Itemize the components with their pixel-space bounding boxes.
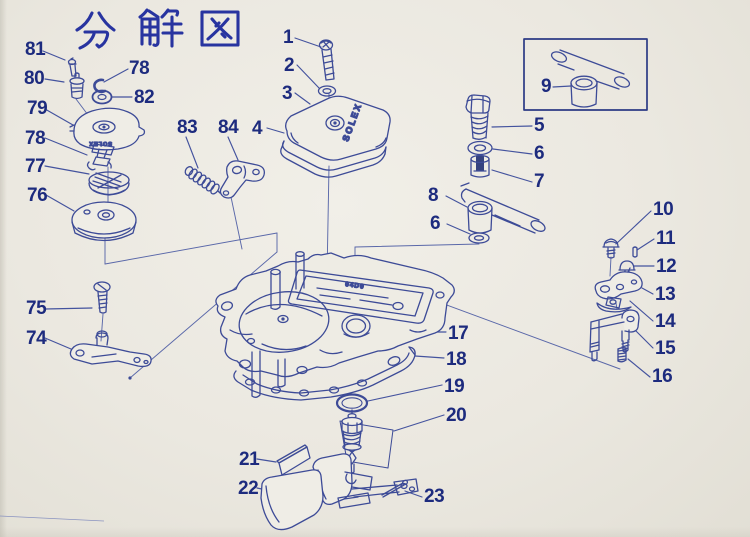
part-label-17: 17 xyxy=(448,323,469,344)
part-label-6b: 6 xyxy=(430,213,441,234)
part-label-79: 79 xyxy=(27,98,48,119)
part-label-9: 9 xyxy=(541,76,552,97)
part-label-15: 15 xyxy=(655,338,676,359)
part-label-74: 74 xyxy=(26,328,47,349)
part-20-needle-valve-drawing xyxy=(339,409,394,474)
part-label-11: 11 xyxy=(656,228,676,249)
part-label-3: 3 xyxy=(282,83,293,104)
part-label-2: 2 xyxy=(284,55,295,76)
body-casting-text: 04D0 xyxy=(345,281,365,291)
part-6b-washer-drawing xyxy=(468,232,490,244)
part-6-washer-drawing xyxy=(467,140,493,156)
part-11-pin-drawing xyxy=(632,246,638,258)
part-label-19: 19 xyxy=(444,376,465,397)
page-title-kanji xyxy=(75,8,240,50)
part-label-8: 8 xyxy=(428,185,439,206)
part-23-pin-drawing xyxy=(381,479,409,498)
part-78-clip-drawing xyxy=(93,78,107,94)
part-84-lever-drawing xyxy=(219,160,265,199)
part-4-gasket-drawing xyxy=(280,140,387,178)
part-label-18: 18 xyxy=(446,349,467,370)
part-label-78b: 78 xyxy=(25,128,46,149)
part-label-7: 7 xyxy=(534,171,545,192)
part-18-gasket-drawing xyxy=(233,346,416,401)
part-14-plate-drawing xyxy=(596,302,632,313)
part-label-83: 83 xyxy=(177,117,198,138)
part-label-77: 77 xyxy=(25,156,46,177)
part-21-baffle-plate-drawing xyxy=(276,444,311,476)
part-label-4: 4 xyxy=(252,118,263,139)
part-label-20: 20 xyxy=(446,405,467,426)
part-label-6: 6 xyxy=(534,143,545,164)
part-13-cam-plate-drawing xyxy=(594,267,643,309)
part-81-screw-drawing xyxy=(67,57,77,77)
part-74-bracket-drawing xyxy=(69,330,152,368)
part-2-washer-drawing xyxy=(317,85,337,97)
part-label-1: 1 xyxy=(283,27,294,48)
part-label-78: 78 xyxy=(129,58,150,79)
part-label-14: 14 xyxy=(655,311,676,332)
part-16-spring-drawing xyxy=(617,347,627,363)
part-1-bolt-drawing xyxy=(318,39,335,81)
part-80-valve-drawing xyxy=(69,72,85,100)
part-78b-clip-spring-drawing xyxy=(86,148,112,171)
part-label-5: 5 xyxy=(534,115,545,136)
part-label-22: 22 xyxy=(238,478,259,499)
part-label-81: 81 xyxy=(25,39,46,60)
part-label-82: 82 xyxy=(134,87,155,108)
part-3-top-cover-drawing: SOLEX xyxy=(285,95,391,161)
part-82-washer-drawing xyxy=(91,89,113,105)
part-5-screw-drawing xyxy=(465,94,491,140)
pump-cover-logo-text: SOLEX xyxy=(88,140,112,146)
part-label-80: 80 xyxy=(24,68,45,89)
part-77-diaphragm-drawing xyxy=(88,171,130,196)
leader-lines xyxy=(42,37,655,498)
part-7-jet-drawing xyxy=(470,154,490,178)
part-label-13: 13 xyxy=(655,284,676,305)
part-19-oring-drawing xyxy=(335,393,369,413)
part-76-cover-drawing xyxy=(71,201,137,242)
part-label-10: 10 xyxy=(653,199,674,220)
part-9-inset-box xyxy=(523,38,648,111)
part-label-84: 84 xyxy=(218,117,239,138)
part-83-spring-drawing xyxy=(184,166,221,195)
part-label-21: 21 xyxy=(239,449,260,470)
part-17-main-body-drawing: 04D0 xyxy=(215,251,455,398)
part-label-75: 75 xyxy=(26,298,47,319)
part-10-screw-drawing xyxy=(602,238,620,259)
part-22-float-drawing xyxy=(260,453,419,531)
part-79-pump-cover-drawing: SOLEX xyxy=(69,107,146,156)
part-label-12: 12 xyxy=(656,256,677,277)
part-label-16: 16 xyxy=(652,366,673,387)
part-75-screw-drawing xyxy=(93,281,111,314)
part-label-76: 76 xyxy=(27,185,48,206)
part-label-23: 23 xyxy=(424,486,445,507)
part-8-tpipe-drawing xyxy=(460,182,546,234)
part-15-fork-drawing xyxy=(589,309,640,362)
